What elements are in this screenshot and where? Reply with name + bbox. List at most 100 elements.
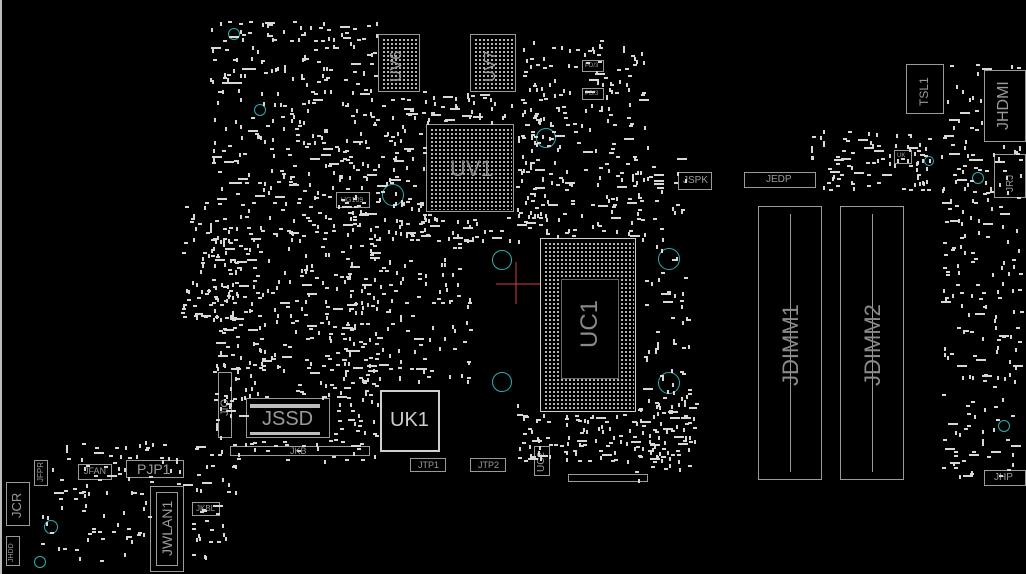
smd-pad [851,165,854,170]
smd-pad [247,209,250,213]
smd-pad [145,501,147,505]
smd-pad [428,117,431,122]
connector-jfpr[interactable] [34,460,48,486]
smd-pad [233,464,238,467]
smd-pad [240,396,243,401]
connector-strip[interactable] [568,474,648,482]
chip-uk[interactable] [894,150,912,164]
smd-pad [372,169,377,172]
smd-pad [255,132,260,135]
smd-pad [621,177,623,182]
smd-pad [293,115,295,119]
smd-pad [671,429,676,432]
connector-jedp[interactable] [744,172,816,188]
chip-uk1[interactable] [380,390,440,452]
smd-pad [592,414,595,419]
smd-pad [996,346,999,351]
smd-pad [350,290,355,293]
smd-pad [231,258,235,261]
smd-pad [352,28,357,30]
connector-jdimm2[interactable] [840,206,904,480]
chip-uc1[interactable] [540,238,636,412]
smd-pad [669,409,672,414]
smd-pad [964,234,966,239]
component-pd-a[interactable] [582,60,604,72]
smd-pad [872,144,875,149]
connector-jtp1[interactable] [410,458,446,472]
smd-pad [962,165,967,168]
smd-pad [374,343,379,346]
smd-pad [689,441,694,444]
smd-pad [942,266,947,269]
connector-jkbl[interactable] [192,502,220,516]
smd-pad [329,332,334,335]
smd-pad [384,217,387,222]
smd-pad [316,60,321,63]
smd-pad [955,179,957,184]
connector-pjp1[interactable] [126,460,184,478]
smd-pad [249,247,252,252]
smd-pad [525,59,528,64]
smd-pad [286,230,291,233]
smd-pad [421,234,432,237]
chip-uv6-balls [382,38,418,90]
smd-pad [585,430,588,435]
smd-pad [236,159,239,164]
smd-pad [310,263,313,268]
smd-pad [612,142,617,145]
chip-uv1[interactable] [426,124,514,212]
chip-uv6[interactable] [378,34,420,92]
smd-pad [74,498,79,501]
smd-pad [681,320,684,325]
smd-pad [224,263,227,268]
component-tsl1[interactable] [906,64,944,114]
smd-pad [310,361,313,366]
smd-pad [256,275,261,278]
connector-jspk[interactable] [678,172,712,190]
connector-jio[interactable] [218,372,232,438]
smd-pad [313,49,318,52]
smd-pad [248,394,251,399]
smd-pad [373,52,377,55]
chip-uc2[interactable] [534,446,550,476]
smd-pad [283,368,285,373]
component-pd-b[interactable] [582,88,604,100]
smd-pad [564,231,569,234]
smd-pad [388,284,393,286]
smd-pad [950,199,953,204]
connector-jkb[interactable] [230,446,370,456]
mounting-hole [44,520,58,534]
smd-pad [417,277,422,280]
smd-pad [361,397,364,402]
connector-jhdd[interactable] [6,536,20,566]
connector-jwlan1[interactable] [150,486,184,572]
smd-pad [384,269,389,272]
smd-pad [456,106,459,110]
chip-uv7[interactable] [470,34,516,92]
smd-pad [534,140,537,145]
smd-pad [399,219,404,222]
smd-pad [530,454,533,459]
connector-jtp2[interactable] [470,458,506,472]
smd-pad [47,515,50,520]
smd-pad [399,225,402,230]
smd-pad [279,102,282,107]
connector-jdimm1[interactable] [758,206,822,480]
smd-pad [323,78,328,81]
smd-pad [271,292,276,295]
smd-pad [231,319,236,322]
smd-pad [554,161,557,166]
smd-pad [215,427,218,432]
smd-pad [284,201,287,206]
smd-pad [945,220,950,223]
connector-jcr[interactable] [6,482,30,526]
smd-pad [376,118,381,121]
smd-pad [559,177,563,180]
smd-pad [983,192,987,195]
connector-jfan[interactable] [78,464,112,480]
smd-pad [660,249,663,254]
connector-jssd[interactable] [246,398,330,438]
smd-pad [909,189,914,191]
chip-ug109[interactable] [336,192,370,208]
smd-pad [680,300,685,303]
